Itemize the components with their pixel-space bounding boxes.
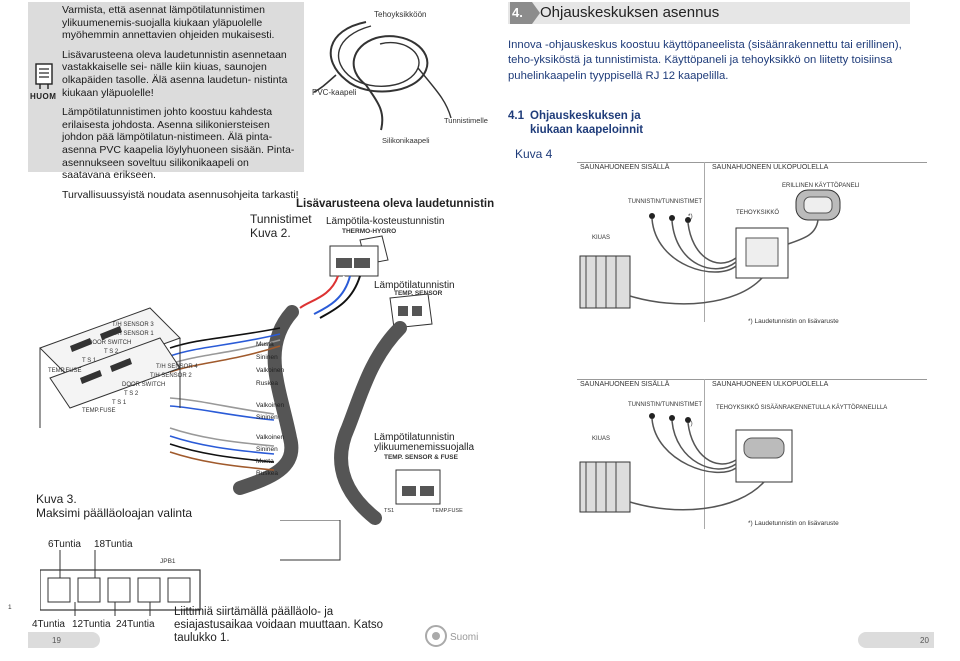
warning-paragraph-2: Lisävarusteena oleva laudetunnistin asen… (62, 48, 288, 99)
fig4-top-divider (704, 162, 705, 322)
fig4-kuva: Kuva 4 (515, 147, 553, 161)
section4-number: 4. (512, 5, 523, 20)
fig4-bottom-unit: TEHOYKSIKKÖ SISÄÄNRAKENNETULLA KÄYTTÖPAN… (716, 405, 888, 411)
fig4-top-asterisk: *) (688, 213, 693, 220)
terminal-label-11: TEMP.FUSE (48, 368, 82, 374)
warning-paragraph-4: Turvallisuussyistä noudata asennusohjeit… (62, 188, 299, 201)
fig2-tempfuse: TEMP.FUSE (432, 508, 463, 514)
wire-a-4: Ruskea (256, 380, 279, 387)
fig4-bottom-rule (577, 379, 927, 380)
footer-right-tab (858, 632, 934, 648)
fig2-humidity-sensor: Lämpötila-kosteustunnistin (326, 216, 445, 227)
label-to-sensor: Tunnistimelle (444, 116, 488, 125)
fig4-bottom-diagram (579, 413, 793, 513)
fig2-fuse-code: TEMP. SENSOR & FUSE (384, 454, 458, 461)
warning-box (28, 2, 304, 172)
fig4-bottom-asterisk: *) (688, 420, 693, 427)
fig2-ts1: TS1 (384, 508, 395, 514)
temp-sensor-board (389, 293, 433, 329)
fig3-label-18h: 18Tuntia (94, 539, 133, 550)
fig2-wiring-diagram (39, 235, 441, 525)
fig4-top-kiuas: KIUAS (592, 235, 611, 241)
fig4-top-sensors: TUNNISTIN/TUNNISTIMET (628, 199, 702, 205)
wire-a-3: Valkoinen (256, 367, 285, 374)
warning-paragraph-1: Varmista, että asennat lämpötilatunnisti… (62, 4, 275, 42)
fig3-kuva: Kuva 3. (36, 492, 77, 506)
wire-a-1: Musta (256, 341, 274, 348)
wire-c-4: Ruskea (256, 470, 279, 477)
terminal-label-7: T/H SENSOR 2 (150, 373, 192, 379)
fig3-label-6h: 6Tuntia (48, 539, 81, 550)
humidity-sensor-board (329, 235, 389, 277)
fig4-bottom-sensors: TUNNISTIN/TUNNISTIMET (628, 402, 702, 408)
wire-b-1: Valkoinen (256, 402, 285, 409)
fuse-sensor-board (395, 469, 441, 505)
fig2-accessory-title: Lisävarusteena oleva laudetunnistin (296, 198, 495, 210)
warning-board-icon (35, 63, 53, 89)
section4-intro: Innova -ohjauskeskus koostuu käyttöpanee… (508, 39, 902, 82)
section-number-tab-icon (510, 2, 540, 24)
fig3-label-24h: 24Tuntia (116, 619, 155, 630)
section4-title-bar (508, 2, 910, 24)
fig2-title: Tunnistimet (250, 212, 312, 226)
wire-c-2: Sininen (256, 446, 278, 453)
fig4-top-note: *) Laudetunnistin on lisävaruste (748, 318, 839, 325)
fig3-label-12h: 12Tuntia (72, 619, 111, 630)
warning-paragraph-3: Lämpötilatunnistimen johto koostuu kahde… (62, 106, 295, 182)
fig3-jp: JPB1 (160, 558, 176, 565)
fig4-bottom-kiuas: KIUAS (592, 436, 611, 442)
fig2-humidity-code: THERMO-HYGRO (342, 228, 397, 235)
terminal-label-6: T/H SENSOR 4 (156, 364, 198, 370)
fig4-top-outside: SAUNAHUONEEN ULKOPUOLELLA (712, 164, 829, 171)
label-tehoyksikkoon: Tehoyksikköön (374, 10, 427, 19)
wire-b-2: Sininen (256, 414, 278, 421)
warning-text: Varmista, että asennat lämpötilatunnisti… (62, 4, 300, 208)
page-number-right: 20 (920, 636, 929, 645)
warning-icon-label: HUOM (30, 92, 57, 101)
fig4-top-rule (577, 162, 927, 163)
fig2-fuse-sensor-line1: Lämpötilatunnistin (374, 432, 455, 443)
terminal-label-12: TEMP.FUSE (82, 408, 116, 414)
terminal-label-8: DOOR SWITCH (122, 382, 166, 388)
terminal-label-9: T S 2 (124, 391, 139, 397)
section41-number: 4.1 (508, 110, 524, 122)
fig4-top-inside: SAUNAHUONEEN SISÄLLÄ (580, 164, 670, 171)
fig3-caption: Maksimi päälläoloajan valinta (36, 506, 193, 520)
label-pvc-cable: PVC-kaapeli (312, 88, 357, 97)
terminal-board (39, 307, 181, 428)
wire-c-3: Musta (256, 458, 274, 465)
fig4-bottom-inside: SAUNAHUONEEN SISÄLLÄ (580, 381, 670, 388)
sun-logo-icon (425, 625, 447, 647)
fig2-kuva: Kuva 2. (250, 226, 291, 240)
terminal-label-5: T S 1 (82, 358, 97, 364)
footer-language: Suomi (450, 632, 479, 643)
fig3-note: Liittimiä siirtämällä päälläolo- ja esia… (174, 606, 384, 644)
section41-title-1: Ohjauskeskuksen ja (530, 110, 641, 122)
fig2-temp-code: TEMP. SENSOR (394, 290, 443, 297)
fig3-one: 1 (8, 604, 12, 611)
fig3-jumper-diagram (40, 520, 341, 616)
section4-title: Ohjauskeskuksen asennus (540, 4, 720, 21)
page-number-left: 19 (52, 636, 61, 645)
fig4-top-diagram (579, 189, 841, 309)
fig4-top-panel: ERILLINEN KÄYTTÖPANELI (782, 183, 860, 189)
footer-left-tab (28, 632, 100, 648)
fig2-fuse-sensor-line2: ylikuumenemissuojalla (374, 442, 475, 453)
fig4-bottom-outside: SAUNAHUONEEN ULKOPUOLELLA (712, 381, 829, 388)
label-silicone-cable: Silikonikaapeli (382, 136, 430, 145)
terminal-label-2: T/H SENSOR 1 (112, 331, 154, 337)
fig3-label-4h: 4Tuntia (32, 619, 65, 630)
terminal-label-1: T/H SENSOR 3 (112, 322, 154, 328)
fig2-temp-sensor: Lämpötilatunnistin (374, 280, 455, 291)
cable-coil-diagram (313, 21, 452, 131)
fig4-top-unit: TEHOYKSIKKÖ (736, 210, 780, 216)
wire-a-2: Sininen (256, 354, 278, 361)
section41-title-2: kiukaan kaapeloinnit (530, 124, 644, 136)
terminal-label-10: T S 1 (112, 400, 127, 406)
fig4-bottom-note: *) Laudetunnistin on lisävaruste (748, 520, 839, 527)
terminal-label-3: DOOR SWITCH (88, 340, 132, 346)
terminal-label-4: T S 2 (104, 349, 119, 355)
wire-c-1: Valkoinen (256, 434, 285, 441)
fig4-bottom-divider (704, 379, 705, 529)
